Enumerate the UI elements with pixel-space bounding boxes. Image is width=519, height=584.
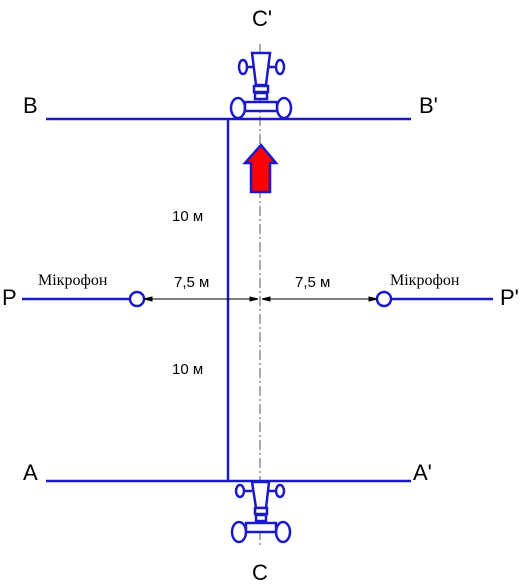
upper-distance-label: 10 м (172, 208, 203, 225)
microphone-left-label: Мікрофон (38, 272, 108, 289)
dimension-left (143, 296, 259, 302)
direction-arrow-icon (242, 143, 279, 194)
microphone-left-icon (128, 290, 146, 308)
tractor-bottom-icon (230, 480, 292, 544)
lower-distance-label: 10 м (172, 361, 203, 378)
label-p: P (2, 285, 17, 310)
tractor-top-icon (229, 51, 293, 120)
right-offset-label: 7,5 м (295, 274, 330, 291)
label-b: B (23, 93, 38, 118)
label-c-prime: C' (252, 6, 272, 31)
label-c: C (252, 560, 268, 584)
label-a-prime: A' (413, 460, 432, 485)
label-a: A (23, 460, 38, 485)
left-offset-label: 7,5 м (174, 274, 209, 291)
microphone-right-label: Мікрофон (390, 272, 460, 289)
microphone-right-icon (375, 290, 393, 308)
label-p-prime: P' (500, 285, 519, 310)
label-b-prime: B' (419, 93, 438, 118)
dimension-right (261, 296, 378, 302)
